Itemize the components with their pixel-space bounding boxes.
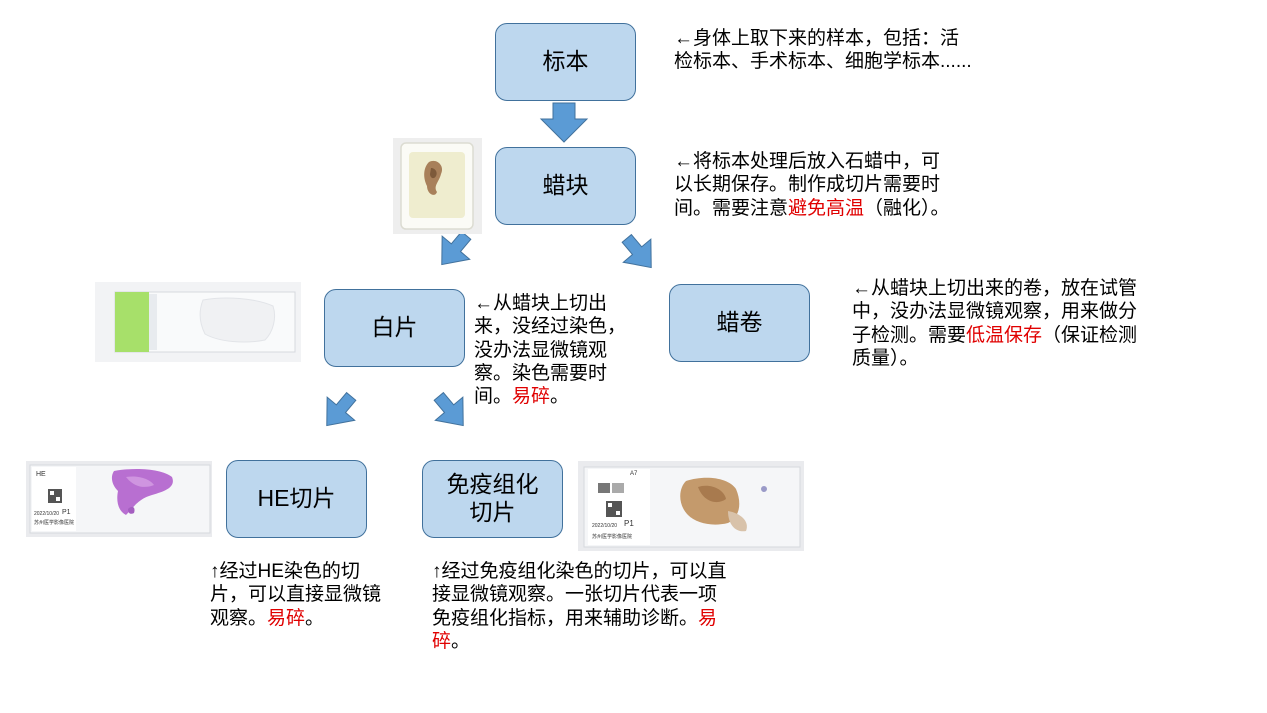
note-he-slide: ↑经过HE染色的切片，可以直接显微镜观察。易碎。 (210, 560, 386, 630)
node-wax-roll-label: 蜡卷 (716, 309, 763, 336)
note-he-slide-warning: 易碎 (267, 607, 306, 629)
he-slide-photo-art (29, 464, 211, 534)
wax-block-photo (393, 138, 482, 234)
note-specimen-text: ←身体上取下来的样本，包括：活检标本、手术标本、细胞学标本...... (674, 28, 972, 73)
note-wax-block: ←将标本处理后放入石蜡中，可以长期保存。制作成切片需要时间。需要注意避免高温（融… (674, 150, 954, 220)
note-wax-roll-warning: 低温保存 (966, 324, 1043, 346)
ihc-slide-photo-art (583, 466, 801, 548)
node-white-slide-label: 白片 (371, 314, 418, 341)
note-ihc-slide-warning: 易碎 (432, 607, 718, 653)
node-wax-block: 蜡块 (495, 147, 636, 225)
node-wax-block-label: 蜡块 (542, 172, 589, 199)
node-he-slide-label: HE切片 (257, 485, 336, 512)
arrow-wax-block-to-wax-roll (621, 233, 652, 269)
arrow-white-slide-to-ihc-slide (433, 391, 464, 427)
he-label-id: P1 (62, 509, 71, 516)
note-wax-block-warning: 避免高温 (788, 197, 865, 219)
note-wax-roll: ←从蜡块上切出来的卷，放在试管中，没办法显微镜观察，用来做分子检测。需要低温保存… (852, 277, 1152, 370)
note-he-slide-text: ↑经过HE染色的切片，可以直接显微镜观察。 (210, 561, 382, 629)
node-ihc-slide-label-line2: 切片 (469, 499, 516, 525)
ihc-label-date: 2022/10/20 (592, 523, 618, 529)
note-white-slide-text: ←从蜡块上切出来，没经过染色，没办法显微镜观察。染色需要时间。 (474, 293, 627, 408)
he-label-top: HE (36, 471, 46, 478)
arrow-specimen-to-wax-block (539, 102, 589, 143)
node-ihc-slide-label-line1: 免疫组化 (446, 471, 539, 498)
node-specimen-label: 标本 (542, 48, 589, 75)
node-he-slide: HE切片 (226, 460, 367, 538)
note-ihc-slide-text: ↑经过免疫组化染色的切片，可以直接显微镜观察。一张切片代表一项免疫组化指标，用来… (432, 561, 727, 629)
he-label-date: 2022/10/20 (34, 511, 60, 517)
note-ihc-slide-text-end: 。 (451, 631, 471, 653)
ihc-label-top: A7 (630, 471, 638, 477)
node-wax-roll: 蜡卷 (669, 284, 810, 362)
note-specimen: ←身体上取下来的样本，包括：活检标本、手术标本、细胞学标本...... (674, 27, 974, 74)
he-slide-photo: HE 2022/10/20 P1 苏州医学影像医院 (26, 461, 212, 537)
note-ihc-slide: ↑经过免疫组化染色的切片，可以直接显微镜观察。一张切片代表一项免疫组化指标，用来… (432, 560, 732, 653)
ihc-slide-photo: A7 2022/10/20 P1 苏州医学影像医院 (578, 461, 804, 551)
note-white-slide-warning: 易碎 (512, 386, 551, 408)
ihc-label-id: P1 (624, 519, 634, 528)
node-white-slide: 白片 (324, 289, 465, 367)
white-slide-photo (95, 282, 301, 362)
he-label-hospital: 苏州医学影像医院 (34, 520, 75, 526)
node-ihc-slide: 免疫组化 切片 (422, 460, 563, 538)
note-white-slide-text-end: 。 (550, 386, 570, 408)
node-specimen: 标本 (495, 23, 636, 101)
ihc-label-hospital: 苏州医学影像医院 (592, 534, 633, 540)
note-wax-roll-text: ←从蜡块上切出来的卷，放在试管中，没办法显微镜观察，用来做分子检测。需要 (852, 278, 1138, 346)
arrow-wax-block-to-white-slide (441, 230, 472, 266)
note-wax-roll-text-end: （保证检测质量）。 (852, 324, 1138, 370)
arrow-white-slide-to-he-slide (326, 391, 357, 427)
note-wax-block-text: ←将标本处理后放入石蜡中，可以长期保存。制作成切片需要时间。需要注意 (674, 151, 941, 219)
note-he-slide-text-end: 。 (305, 607, 325, 629)
note-wax-block-text-end: （融化）。 (864, 197, 950, 219)
note-white-slide: ←从蜡块上切出来，没经过染色，没办法显微镜观察。染色需要时间。易碎。 (474, 292, 636, 409)
